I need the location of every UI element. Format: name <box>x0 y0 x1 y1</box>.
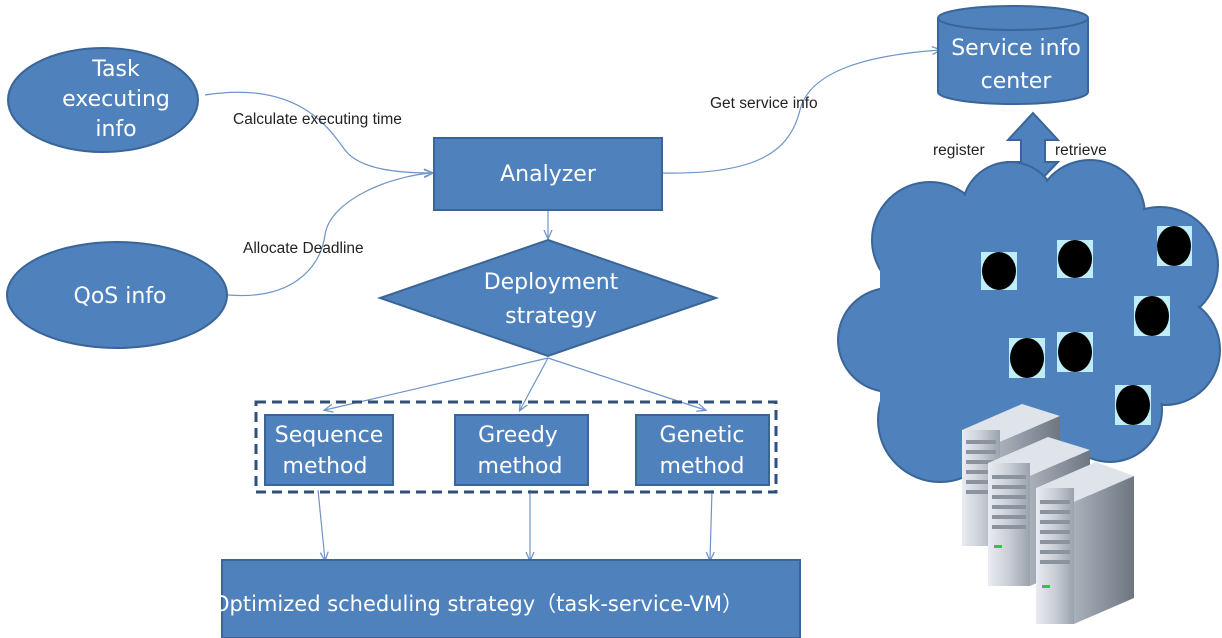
node-analyzer-label: Analyzer <box>500 162 597 187</box>
node-task-info-line2: executing <box>62 87 170 112</box>
node-analyzer: Analyzer <box>433 137 663 211</box>
edge-genetic-to-optimized <box>710 489 712 560</box>
node-service-center-line2: center <box>981 69 1053 94</box>
vm-dot-icon <box>1115 385 1151 425</box>
label-get-service-info: Get service info <box>710 95 818 112</box>
node-sequence-line1: Sequence <box>275 423 384 448</box>
node-qos-info: QoS info <box>6 241 228 349</box>
edge-analyzer-to-service-center <box>661 50 940 174</box>
vm-dot-icon <box>981 252 1017 290</box>
edge-qos-to-analyzer <box>227 173 432 297</box>
vm-dot-icon <box>1157 226 1192 266</box>
label-allocate-deadline: Allocate Deadline <box>243 240 364 257</box>
edge-sequence-to-optimized <box>317 489 325 560</box>
node-optimized-strategy: Optimized scheduling strategy（task-servi… <box>213 559 801 638</box>
vm-dot-icon <box>1134 296 1170 336</box>
node-deployment-strategy: Deployment strategy <box>376 238 720 358</box>
vm-dot-icon <box>1009 338 1045 378</box>
node-service-center-line1: Service info <box>951 36 1081 61</box>
node-qos-info-label: QoS info <box>74 284 167 309</box>
server-rack-icon <box>962 404 1134 624</box>
vm-dot-icon <box>1057 240 1093 278</box>
node-deployment-line1: Deployment <box>484 270 619 295</box>
edges <box>204 50 940 560</box>
node-greedy-line1: Greedy <box>478 423 558 448</box>
node-service-info-center: Service info center <box>937 5 1089 105</box>
node-greedy-line2: method <box>478 454 563 479</box>
label-calculate-time: Calculate executing time <box>233 111 402 128</box>
label-retrieve: retrieve <box>1055 142 1107 159</box>
edge-deployment-to-sequence <box>325 357 549 410</box>
node-genetic-method: Genetic method <box>635 414 770 486</box>
node-task-info-line1: Task <box>91 57 140 82</box>
node-deployment-line2: strategy <box>505 304 597 329</box>
node-optimized-label: Optimized scheduling strategy（task-servi… <box>213 592 743 616</box>
node-task-info-line3: info <box>95 117 136 142</box>
node-sequence-line2: method <box>283 454 368 479</box>
label-register: register <box>933 142 985 159</box>
edge-task-to-analyzer <box>204 91 432 173</box>
node-genetic-line1: Genetic <box>660 423 745 448</box>
vm-instances <box>981 226 1192 425</box>
node-genetic-line2: method <box>660 454 745 479</box>
vm-dot-icon <box>1057 332 1093 372</box>
node-sequence-method: Sequence method <box>264 414 394 486</box>
node-greedy-method: Greedy method <box>454 414 589 486</box>
methods-group-border <box>254 400 778 494</box>
node-task-info: Task executing info <box>7 47 199 153</box>
edge-deployment-to-greedy <box>520 357 549 410</box>
